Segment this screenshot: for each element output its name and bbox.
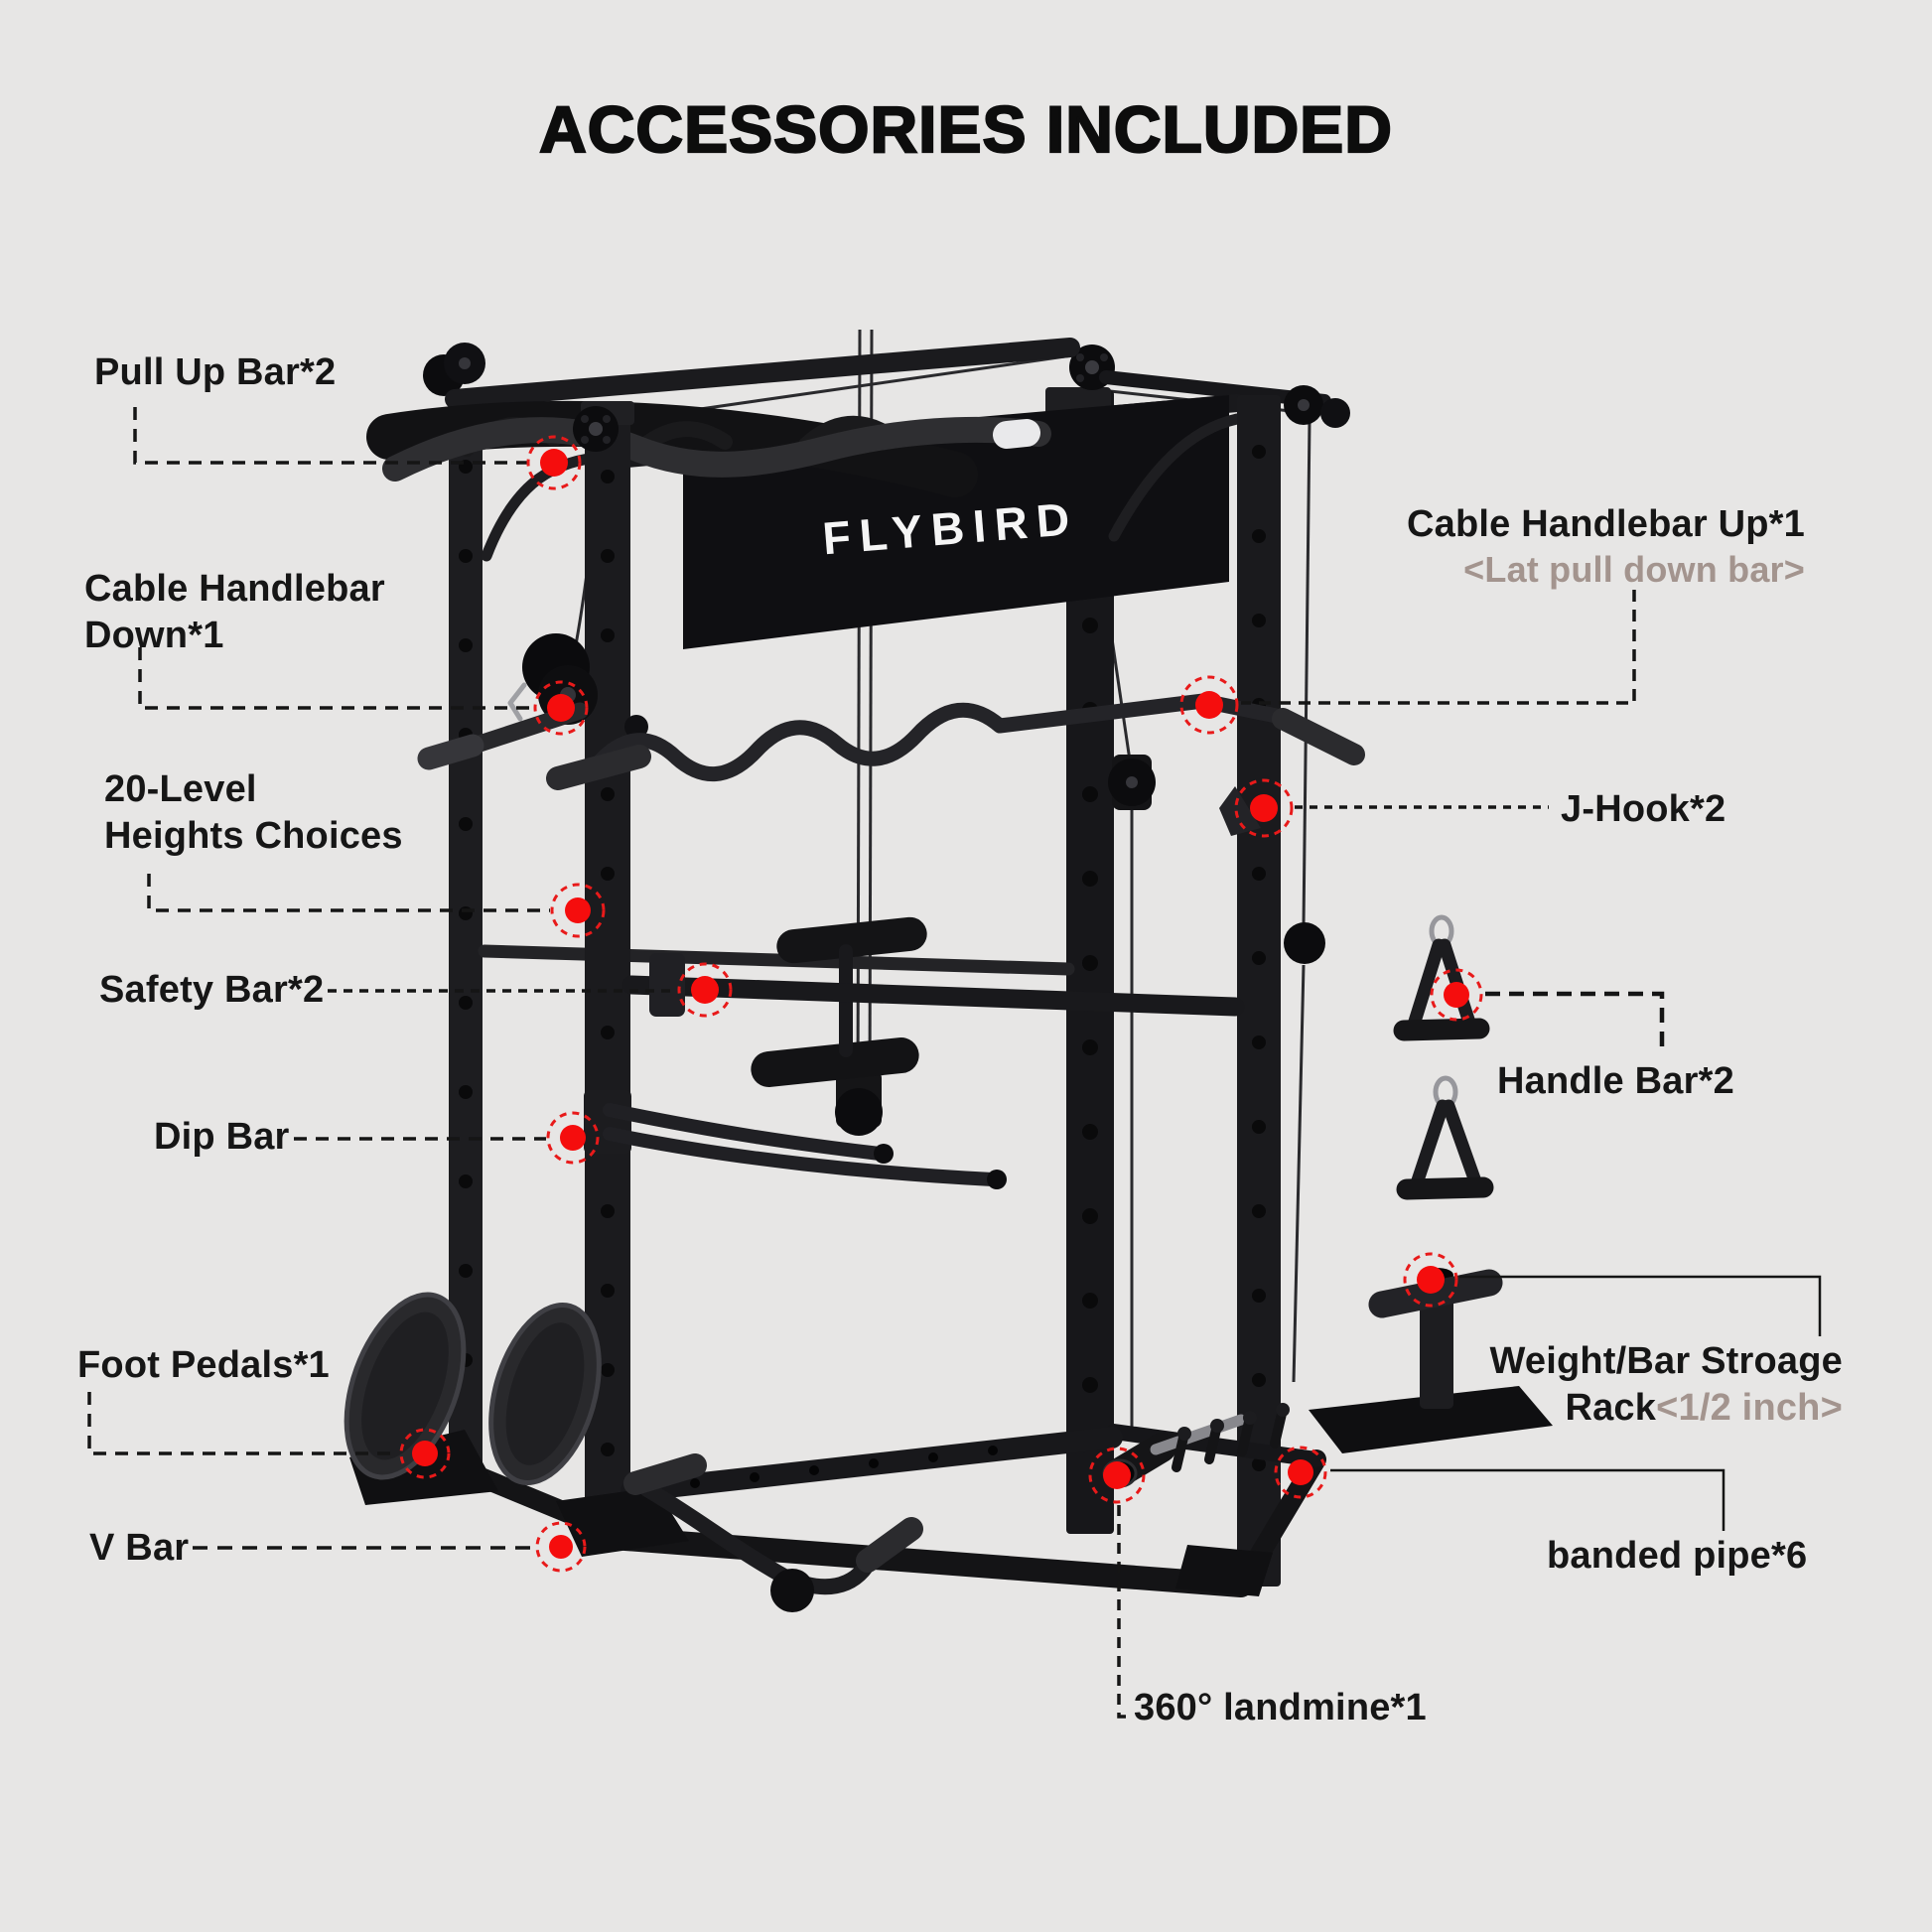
rear-left-post <box>423 343 485 1473</box>
pulley-mid-right <box>1284 922 1325 964</box>
pulley-mid-tower <box>1108 755 1156 810</box>
ez-curl-bar <box>546 693 1365 790</box>
marker-safety-bar <box>677 962 733 1018</box>
marker-foot-pedals <box>399 1428 451 1479</box>
callout-line-pull-up-bar <box>133 407 528 465</box>
callout-markers <box>399 435 1483 1573</box>
label-j-hook: J-Hook*2 <box>1561 788 1726 830</box>
label-banded-pipe: banded pipe*6 <box>1547 1535 1808 1577</box>
label-dip-bar: Dip Bar <box>154 1116 290 1158</box>
marker-banded-pipe <box>1274 1446 1327 1499</box>
handle-bar-item-2 <box>1396 1075 1494 1200</box>
label-storage-rack-sub: <1/2 inch> <box>1656 1387 1843 1430</box>
label-heights-choices: 20-Level Heights Choices <box>104 768 403 858</box>
label-safety-bar: Safety Bar*2 <box>99 969 325 1011</box>
callout-line-heights <box>147 874 550 912</box>
marker-cable-down <box>533 680 589 736</box>
marker-pull-up-bar <box>526 435 582 490</box>
label-pull-up-bar: Pull Up Bar*2 <box>94 351 337 393</box>
rear-safety-bar <box>478 944 1075 976</box>
label-storage-rack: Weight/Bar Stroage Rack<1/2 inch> <box>1489 1340 1843 1430</box>
marker-dip-bar <box>546 1111 600 1165</box>
cable-handlebar-down-item <box>417 633 598 770</box>
label-handle-bar: Handle Bar*2 <box>1497 1060 1734 1102</box>
label-lat-pull-down-sub: <Lat pull down bar> <box>1463 549 1805 591</box>
callout-line-landmine <box>1117 1505 1132 1719</box>
label-cable-handlebar-down: Cable Handlebar Down*1 <box>84 568 385 657</box>
marker-landmine <box>1088 1447 1146 1504</box>
v-bar-item <box>623 1453 923 1612</box>
knee-pad-station <box>751 916 927 1136</box>
marker-v-bar <box>535 1521 587 1573</box>
marker-handle-bar <box>1430 968 1483 1022</box>
callout-line-cable-up <box>1241 590 1636 705</box>
pulley-top-front-left <box>573 406 619 452</box>
label-foot-pedals: Foot Pedals*1 <box>77 1344 330 1386</box>
page-title: ACCESSORIES INCLUDED <box>538 91 1393 167</box>
marker-j-hook <box>1234 778 1294 838</box>
pull-up-bar-assembly <box>366 400 1051 497</box>
label-v-bar: V Bar <box>89 1527 190 1569</box>
callout-line-storage-rack <box>1459 1275 1822 1336</box>
callout-line-handle-bar <box>1485 991 1665 1052</box>
pulley-top-right <box>1284 385 1350 428</box>
callout-line-banded-pipe <box>1330 1468 1725 1531</box>
label-cable-handlebar-up: Cable Handlebar Up*1 <Lat pull down bar> <box>1407 501 1805 593</box>
dip-bar-item <box>584 1090 1007 1189</box>
foot-pedals-item <box>344 1292 602 1505</box>
front-right-post <box>1219 395 1325 1587</box>
banded-pipes-item <box>1172 1403 1290 1472</box>
j-hook <box>1219 786 1261 836</box>
label-landmine: 360° landmine*1 <box>1134 1687 1427 1728</box>
marker-heights <box>550 883 606 938</box>
bar-white-band <box>993 419 1040 449</box>
marker-cable-up <box>1179 675 1239 735</box>
marker-storage-rack <box>1403 1252 1458 1308</box>
callout-line-foot-pedals <box>87 1392 399 1455</box>
